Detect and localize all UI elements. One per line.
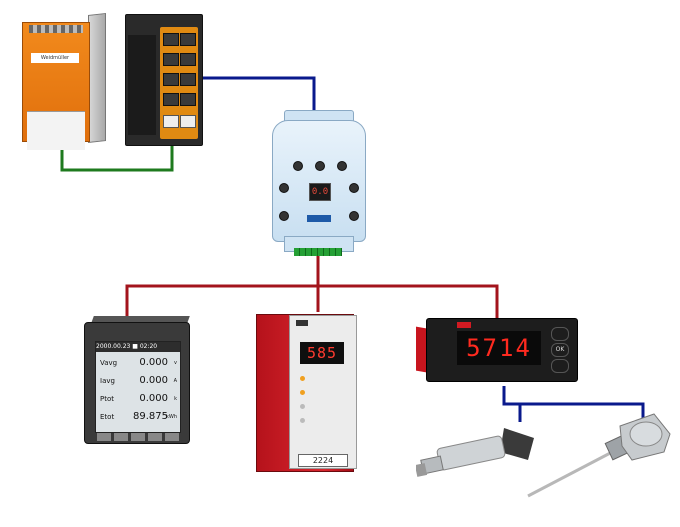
- ethernet-port: [163, 93, 179, 106]
- controller-led: [300, 376, 305, 381]
- power-meter-body: 2000.00.23 ■ 02:20 Vavg 0.000 v Iavg 0.0…: [84, 322, 190, 444]
- power-supply-label-plate: [27, 111, 85, 150]
- power-meter-keys: [97, 433, 179, 441]
- gateway-screw: [349, 183, 359, 193]
- ethernet-port: [163, 53, 179, 66]
- power-meter-row: Iavg 0.000 A: [98, 374, 178, 388]
- reading-label: Etot: [100, 413, 115, 421]
- power-cable: [60, 142, 174, 172]
- gateway-button: [293, 161, 303, 171]
- pressure-transmitter-icon: [416, 428, 534, 477]
- power-meter: 2000.00.23 ■ 02:20 Vavg 0.000 v Iavg 0.0…: [84, 316, 192, 444]
- power-supply-terminals: [29, 25, 83, 33]
- gateway-button: [315, 161, 325, 171]
- fieldbus-line: [125, 284, 499, 322]
- ethernet-switch-body: [125, 14, 203, 146]
- controller-display: 585: [300, 342, 344, 364]
- reading-value: 0.000: [139, 357, 168, 368]
- ethernet-port: [180, 53, 196, 66]
- ethernet-switch-side: [128, 35, 156, 135]
- controller-body: 585 2224: [256, 314, 357, 472]
- controller-faceplate: 585 2224: [289, 315, 357, 469]
- reading-label: Iavg: [100, 377, 115, 385]
- power-supply-brand: Weidmüller: [31, 53, 79, 63]
- gateway-body: 0.0: [272, 120, 366, 242]
- analog-cable-pressure: [502, 386, 522, 422]
- gateway-terminal-block: [294, 248, 342, 256]
- ethernet-port: [163, 33, 179, 46]
- ethernet-switch: [125, 8, 203, 146]
- power-supply-side: [88, 13, 106, 143]
- controller-led: [300, 404, 305, 409]
- indicator-display: 5714: [457, 331, 541, 365]
- indicator-down-button: [551, 359, 569, 373]
- modbus-gateway: 0.0: [272, 110, 366, 260]
- power-meter-row: Ptot 0.000 k: [98, 392, 178, 406]
- ethernet-port: [180, 73, 196, 86]
- gateway-screw: [279, 183, 289, 193]
- pressure-transmitter: [416, 428, 534, 477]
- power-meter-header: 2000.00.23 ■ 02:20: [96, 342, 180, 352]
- reading-unit: v: [174, 360, 177, 366]
- reading-value: 0.000: [139, 393, 168, 404]
- reading-value: 89.875: [133, 411, 168, 422]
- indicator-brand: [457, 322, 471, 328]
- indicator-ok-button: OK: [551, 343, 569, 357]
- reading-label: Ptot: [100, 395, 114, 403]
- reading-label: Vavg: [100, 359, 118, 367]
- panel-indicator: 5714 OK: [416, 314, 580, 386]
- process-controller: 585 2224: [256, 308, 357, 472]
- ethernet-switch-port-panel: [160, 27, 198, 139]
- temperature-probe-icon: [527, 413, 671, 498]
- ethernet-port: [180, 93, 196, 106]
- temperature-probe: [527, 413, 671, 498]
- reading-unit: kWh: [165, 414, 177, 420]
- reading-unit: A: [173, 378, 177, 384]
- power-meter-row: Etot 89.875 kWh: [98, 410, 178, 424]
- reading-unit: k: [174, 396, 177, 402]
- ethernet-port: [163, 115, 179, 128]
- gateway-logo: [307, 215, 331, 222]
- gateway-button: [337, 161, 347, 171]
- ethernet-port: [180, 115, 196, 128]
- indicator-body: 5714 OK: [426, 318, 578, 382]
- controller-model: 2224: [298, 454, 348, 467]
- controller-led: [300, 418, 305, 423]
- power-supply-front: Weidmüller: [22, 22, 90, 150]
- indicator-up-button: [551, 327, 569, 341]
- gateway-display: 0.0: [309, 183, 331, 201]
- gateway-screw: [349, 211, 359, 221]
- ethernet-port: [180, 33, 196, 46]
- power-supply: Weidmüller: [22, 12, 106, 150]
- power-meter-row: Vavg 0.000 v: [98, 356, 178, 370]
- reading-value: 0.000: [139, 375, 168, 386]
- controller-logo: [296, 320, 308, 326]
- ethernet-cable: [200, 76, 316, 118]
- gateway-screw: [279, 211, 289, 221]
- power-meter-screen: 2000.00.23 ■ 02:20 Vavg 0.000 v Iavg 0.0…: [95, 341, 181, 433]
- ethernet-port: [163, 73, 179, 86]
- controller-led: [300, 390, 305, 395]
